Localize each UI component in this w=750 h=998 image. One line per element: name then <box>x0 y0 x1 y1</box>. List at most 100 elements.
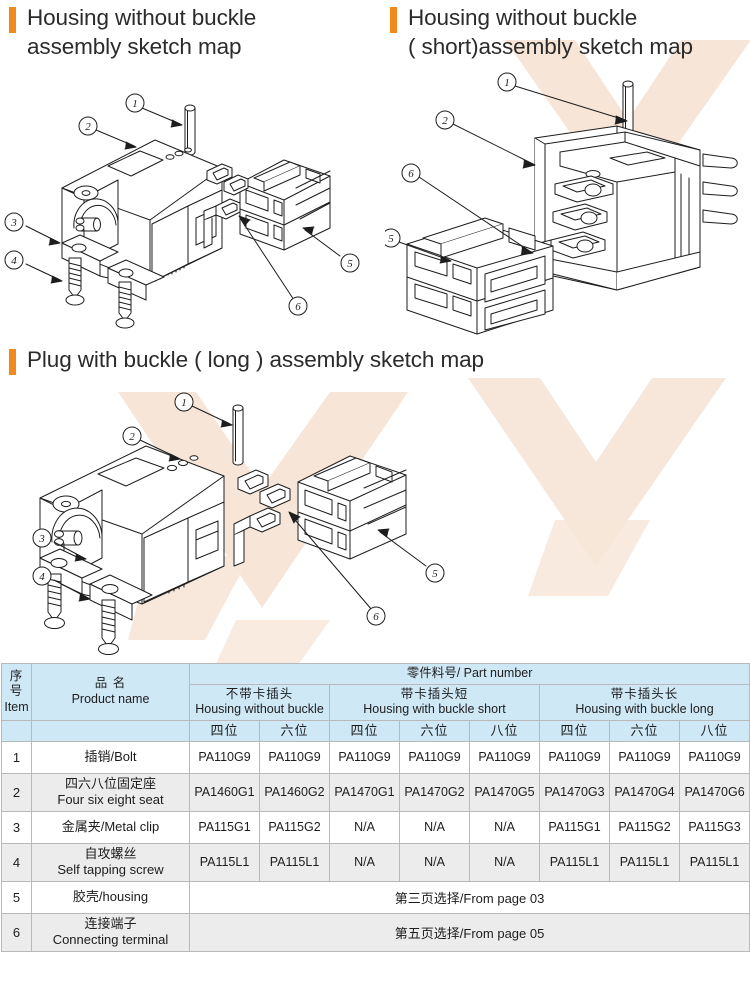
width-label: 八位 <box>490 722 519 738</box>
header-group-2-en: Housing with buckle long <box>575 702 714 716</box>
svg-text:6: 6 <box>408 168 414 180</box>
callout-6: 6 <box>401 163 421 183</box>
row-product-name: 连接端子 Connecting terminal <box>31 912 190 952</box>
part-bolt-pin <box>184 104 196 156</box>
row-merged-value: 第三页选择/From page 03 <box>188 880 750 914</box>
part-housing-frame <box>534 125 738 291</box>
part-bolt-pin <box>232 404 244 466</box>
exploded-view-drawing-3: 1 2 3 4 5 6 <box>32 392 445 655</box>
svg-text:3: 3 <box>10 217 17 229</box>
header-width-2-2: 八位 <box>678 719 750 742</box>
row-value: N/A <box>399 810 470 844</box>
callout-3: 3 <box>32 528 52 548</box>
header-product-name-cn: 品 名 <box>94 676 127 691</box>
row-name-cn: 自攻螺丝 <box>84 846 137 862</box>
row-value: PA1470G6 <box>678 772 750 812</box>
callout-bubbles: 1 2 3 4 5 6 <box>4 93 360 316</box>
row-value: PA110G9 <box>329 740 400 774</box>
header-spacer-name <box>31 719 190 742</box>
row-name-en: Four six eight seat <box>57 792 164 808</box>
svg-text:1: 1 <box>181 397 187 409</box>
callout-2: 2 <box>78 116 98 136</box>
row-value: PA1470G2 <box>399 772 470 812</box>
callout-5: 5 <box>340 253 360 273</box>
heading-accent-bar <box>390 7 397 33</box>
row-value: PA110G9 <box>609 740 680 774</box>
row-value: PA110G9 <box>259 740 330 774</box>
part-connector-housing <box>239 159 331 251</box>
width-label: 六位 <box>420 722 449 738</box>
svg-text:1: 1 <box>132 98 138 110</box>
svg-text:2: 2 <box>442 115 448 127</box>
width-label: 六位 <box>630 722 659 738</box>
row-value: PA1470G3 <box>539 772 610 812</box>
row-value: PA1470G5 <box>469 772 540 812</box>
width-label: 八位 <box>700 722 729 738</box>
callout-bubbles: 1 2 6 5 <box>385 72 517 248</box>
part-metal-clip <box>39 489 153 621</box>
table-row: 1 插销/Bolt PA110G9 PA110G9 PA110G9 PA110G… <box>1 740 750 774</box>
width-label: 四位 <box>210 722 239 738</box>
row-value: N/A <box>469 842 540 882</box>
row-item: 2 <box>1 772 32 812</box>
header-group-without-buckle: 不带卡插头 Housing without buckle <box>189 683 330 721</box>
section-heading-housing-without-buckle-short: Housing without buckle ( short)assembly … <box>390 3 750 62</box>
row-product-name: 金属夹/Metal clip <box>31 810 190 844</box>
header-group-0-cn: 不带卡插头 <box>225 686 294 701</box>
header-width-0-0: 四位 <box>189 719 260 742</box>
callout-1: 1 <box>497 72 517 92</box>
row-value: N/A <box>399 842 470 882</box>
assembly-diagram-plug-with-buckle-long: 1 2 3 4 5 6 <box>28 388 483 660</box>
heading-accent-bar <box>9 349 16 375</box>
width-label: 四位 <box>560 722 589 738</box>
callout-3: 3 <box>4 212 24 232</box>
part-connector-housing <box>406 217 554 335</box>
section-heading-housing-without-buckle: Housing without buckle assembly sketch m… <box>9 3 374 62</box>
header-spacer-item <box>1 719 32 742</box>
row-value: PA115L1 <box>189 842 260 882</box>
exploded-view-drawing-1: 1 2 3 4 5 6 <box>4 93 360 329</box>
callout-4: 4 <box>32 566 52 586</box>
svg-text:2: 2 <box>85 121 91 133</box>
callout-5: 5 <box>425 563 445 583</box>
callout-leaders <box>25 107 341 301</box>
svg-text:4: 4 <box>11 255 17 267</box>
row-name-cn: 胶壳/housing <box>72 888 149 904</box>
part-self-tapping-screws <box>44 573 119 655</box>
row-value: PA115G2 <box>259 810 330 844</box>
row-value: PA115G2 <box>609 810 680 844</box>
row-item: 1 <box>1 740 32 774</box>
row-product-name: 胶壳/housing <box>31 880 190 914</box>
callout-6: 6 <box>366 606 386 626</box>
row-name-cn: 四六八位固定座 <box>64 776 156 792</box>
svg-text:6: 6 <box>373 611 379 623</box>
row-item: 3 <box>1 810 32 844</box>
row-value: PA110G9 <box>189 740 260 774</box>
row-value: PA1460G2 <box>259 772 330 812</box>
header-width-2-0: 四位 <box>539 719 610 742</box>
row-value: PA110G9 <box>399 740 470 774</box>
exploded-view-drawing-2: 1 2 6 5 <box>385 72 738 335</box>
row-value: PA115L1 <box>539 842 610 882</box>
table-row: 2 四六八位固定座 Four six eight seat PA1460G1 P… <box>1 772 750 812</box>
row-value: N/A <box>469 810 540 844</box>
row-item: 6 <box>1 912 32 952</box>
header-item-cn: 序 号 <box>9 668 24 699</box>
header-group-buckle-short: 带卡插头短 Housing with buckle short <box>329 683 540 721</box>
row-product-name: 自攻螺丝 Self tapping screw <box>31 842 190 882</box>
row-item: 5 <box>1 880 32 914</box>
row-value: PA115G1 <box>189 810 260 844</box>
header-item-en: Item <box>4 699 29 714</box>
part-number-table: 序 号 Item 品 名 Product name 零件料号/ Part num… <box>1 663 750 952</box>
header-product-name: 品 名 Product name <box>31 663 190 721</box>
svg-text:3: 3 <box>38 533 45 545</box>
header-width-1-0: 四位 <box>329 719 400 742</box>
callout-1: 1 <box>174 392 194 412</box>
svg-text:5: 5 <box>432 568 438 580</box>
width-label: 六位 <box>280 722 309 738</box>
row-value: PA115G3 <box>678 810 750 844</box>
part-connecting-terminals <box>233 469 291 567</box>
svg-text:6: 6 <box>295 301 301 313</box>
heading-text: Housing without buckle ( short)assembly … <box>408 5 693 60</box>
table-row: 5 胶壳/housing 第三页选择/From page 03 <box>1 880 750 914</box>
